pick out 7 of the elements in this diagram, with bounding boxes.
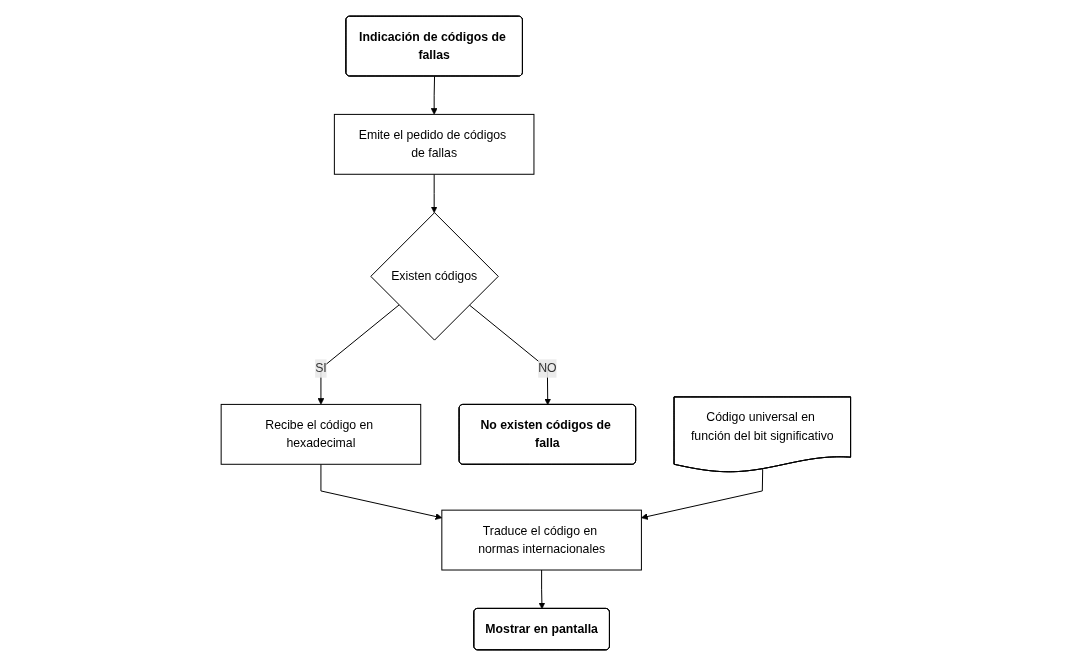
- node-box: Traduce el código en normas internacionales: [440, 509, 642, 571]
- arrow: [538, 569, 545, 610]
- node-box: Emite el pedido de códigos de fallas: [333, 113, 535, 175]
- edge-label: SI: [314, 361, 327, 375]
- edge-label: NO: [537, 361, 557, 375]
- node-box: Recibe el código en hexadecimal: [220, 403, 421, 465]
- node-diamond: Existen códigos: [369, 212, 499, 341]
